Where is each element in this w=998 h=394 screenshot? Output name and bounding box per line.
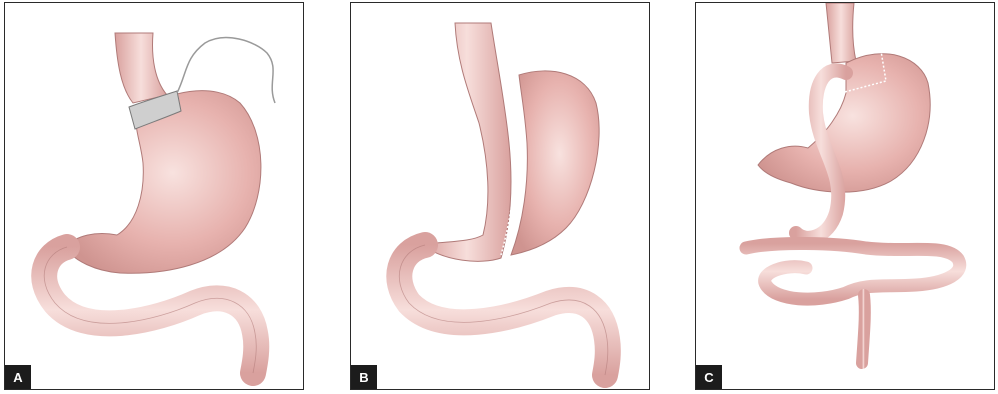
esophagus [115, 33, 167, 103]
panel-sleeve-gastrectomy: B [350, 2, 650, 390]
sleeve-gastrectomy-illustration [351, 3, 650, 390]
duodenum [399, 245, 608, 375]
gastric-sleeve [423, 23, 511, 261]
panel-label-c: C [696, 365, 722, 389]
panel-label-b: B [351, 365, 377, 389]
esophagus [826, 3, 856, 63]
gastric-bypass-illustration [696, 3, 995, 390]
resected-stomach [511, 71, 599, 255]
panel-gastric-bypass: C [695, 2, 995, 390]
small-intestine [746, 243, 960, 299]
panel-gastric-band: A [4, 2, 304, 390]
gastric-band-illustration [5, 3, 304, 390]
jejunum-descending [862, 295, 865, 363]
panel-label-a: A [5, 365, 31, 389]
